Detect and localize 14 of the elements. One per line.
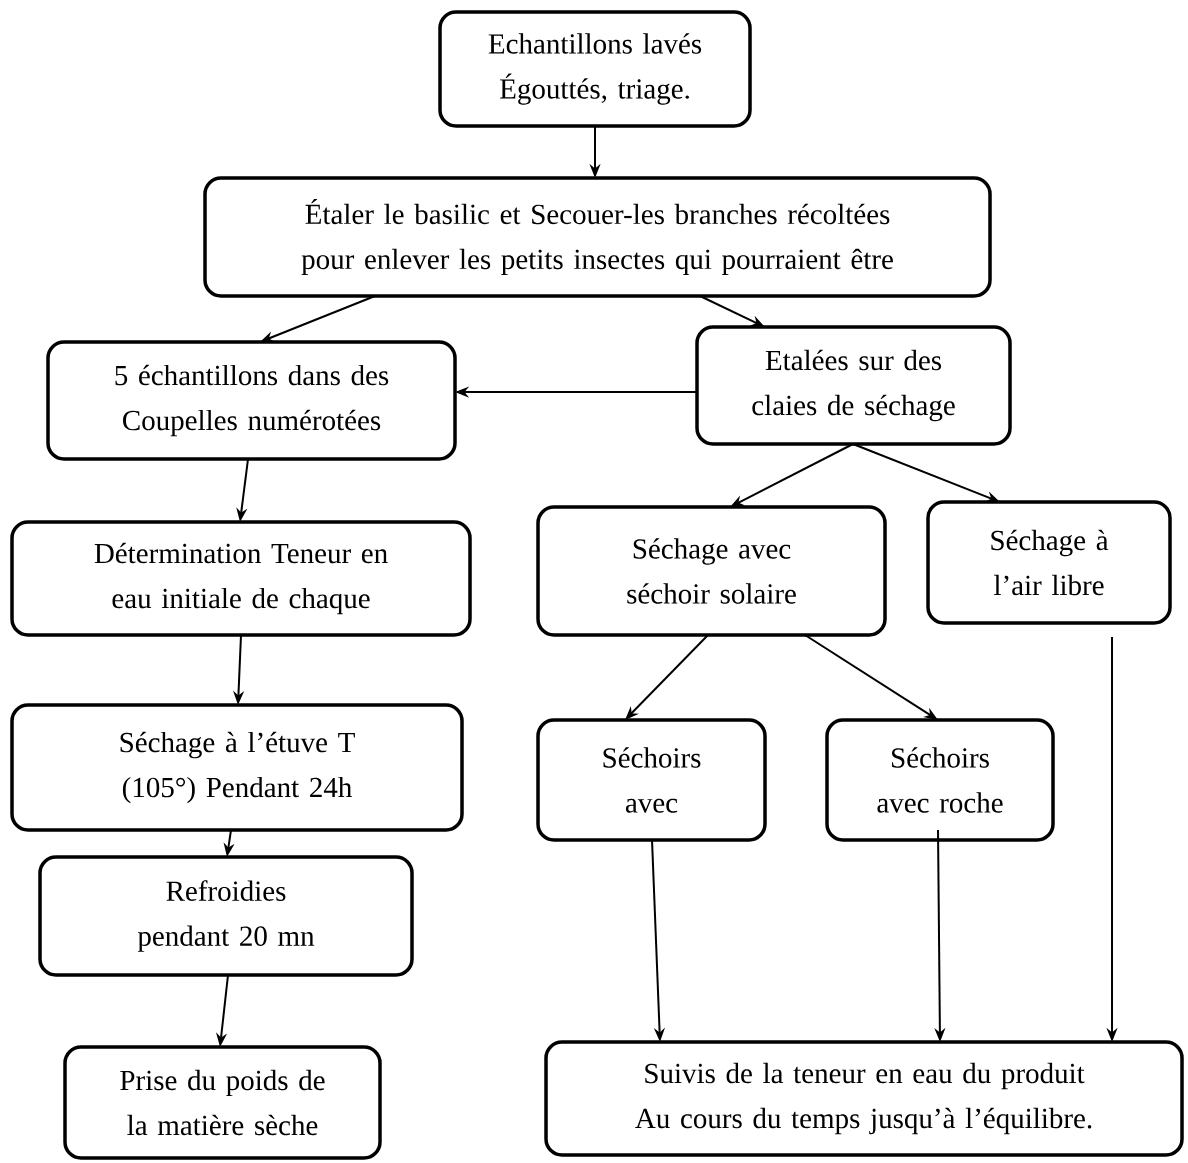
process-box: Séchoirs avec	[536, 718, 767, 842]
process-box: Séchoirs avec roche	[825, 718, 1055, 842]
process-box: Séchage à l’étuve T (105°) Pendant 24h	[10, 703, 464, 832]
process-box: Étaler le basilic et Secouer-les branches récoltées pour enlever les petits insectes qui pourraient être	[203, 176, 992, 298]
process-box: Séchage avec séchoir solaire	[536, 505, 887, 637]
process-box: Détermination Teneur en eau initiale de chaque	[10, 520, 472, 637]
process-box: Suivis de la teneur en eau du produit Au cours du temps jusqu’à l’équilibre.	[544, 1040, 1184, 1157]
process-box: Refroidies pendant 20 mn	[38, 855, 414, 977]
process-box: Prise du poids de la matière sèche	[63, 1045, 382, 1160]
process-box: Séchage à l’air libre	[926, 500, 1172, 625]
process-box: 5 échantillons dans des Coupelles numérotées	[46, 340, 457, 461]
process-box: Etalées sur des claies de séchage	[695, 325, 1012, 446]
process-box: Echantillons lavés Égouttés, triage.	[438, 10, 752, 128]
arrow	[625, 634, 709, 720]
